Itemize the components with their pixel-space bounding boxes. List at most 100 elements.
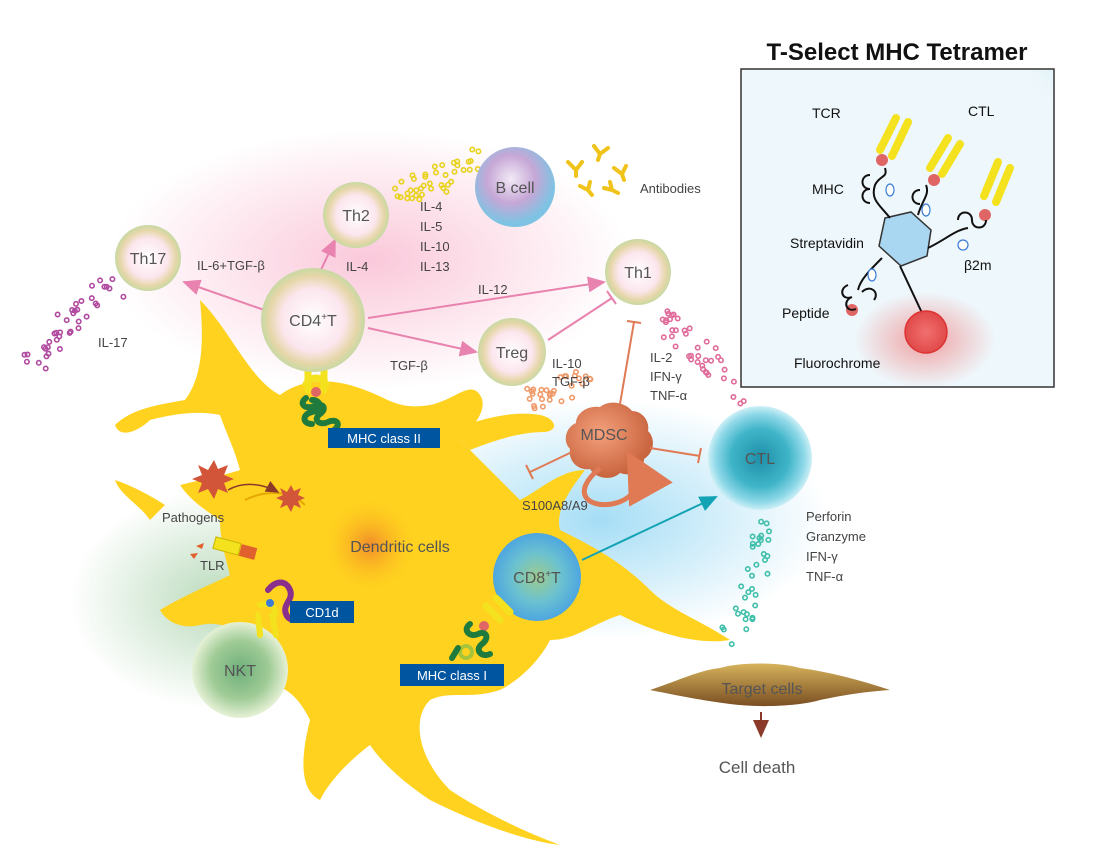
cytokine-dot [681,327,688,334]
cytokine-dot [720,626,727,633]
ifng2-label: IFN-γ [806,549,838,564]
s100-label: S100A8/A9 [522,498,588,513]
cytokine-dot [418,191,425,198]
th1-label: Th1 [624,265,652,282]
cytokine-dot [753,561,760,568]
cytokine-dot [538,386,545,393]
il12-label: IL-12 [478,282,508,297]
cytokine-dot [737,400,744,407]
tgfb-label: TGF-β [390,358,428,373]
cytokine-dot [75,325,82,332]
cytokine-dot [422,173,429,180]
mhc-class-i-label: MHC class I [417,668,487,683]
cytokine-dot [106,285,113,292]
cytokine-dot [63,317,70,324]
cytokine-dot [109,276,116,283]
cytokine-dot [686,325,693,332]
treg-cell: Treg [478,318,546,386]
cytokine-dot [467,158,474,165]
cytokine-dot [466,166,473,173]
cytokine-dot [741,594,748,601]
cytokine-dot [546,391,553,398]
granzyme-label: Granzyme [806,529,866,544]
cytokine-dot [83,313,90,320]
cd8t-label: CD8+T [513,569,561,587]
th17-cell: Th17 [115,225,181,291]
cytokine-dot [761,556,768,563]
cytokine-dot [469,146,476,153]
cytokine-dot [748,585,755,592]
cytokine-dot [524,385,531,392]
cytokine-dot [526,395,533,402]
cytokine-dot [413,187,420,194]
cytokine-dot [443,188,450,195]
tlr-label: TLR [200,558,225,573]
tlr-receptor: TLR [190,536,258,573]
tetramer-inset: T-Select MHC Tetramer CTL TCR MHC Strept… [740,39,1055,388]
inset-title: T-Select MHC Tetramer [767,39,1028,66]
cd8-to-ctl-arrow [581,496,718,561]
cytokine-dot [426,180,433,187]
cytokine-dot [668,333,675,340]
th1-cell: Th1 [605,239,671,305]
cytokine-dot [571,372,578,379]
cytokine-dot [21,351,28,358]
cytokine-dot [662,319,669,326]
cytokine-dot [88,295,95,302]
tnfa-label: TNF-α [650,388,688,403]
th2-cell: Th2 [323,182,389,248]
cytokine-dot [56,345,63,352]
treg-tgfb-label: TGF-β [552,374,590,389]
fluorochrome-label: Fluorochrome [794,355,881,371]
cytokine-dot [407,187,414,194]
cytokine-dot [582,373,589,380]
cytokine-dot [758,532,765,539]
cytokine-dot [672,327,679,334]
target-cells: Target cells Cell death [650,663,890,777]
cytokine-dot [672,343,679,350]
cytokine-dot [451,168,458,175]
cytokine-dot [730,393,737,400]
cytokine-dot [42,345,49,352]
cytokine-dot [391,185,398,192]
mdsc-cell: MDSC [525,320,702,508]
cytokine-dot [730,378,737,385]
cytokine-dot [734,610,741,617]
cytokine-dot [73,300,80,307]
mhc-class-i-box [400,664,504,686]
cytokine-dot [749,616,756,623]
cd1d-complex: CD1d [255,579,354,638]
cytokine-dot [687,352,694,359]
pathogens-label: Pathogens [162,510,225,525]
dendritic-cell-label: Dendritic cells [350,539,450,556]
cytokine-dot [439,162,446,169]
ctl-label: CTL [745,451,775,468]
cytokine-dot [765,528,772,535]
cytokine-dot [410,175,417,182]
cytokine-dot [412,192,419,199]
il17-label: IL-17 [98,335,128,350]
cytokine-dot [546,396,553,403]
cytokine-dot [537,391,544,398]
cytokine-dot [543,387,550,394]
tnfa2-label: TNF-α [806,569,844,584]
cytokine-dot [120,293,127,300]
cytokine-dot [586,375,593,382]
b2m-label: β2m [964,257,992,273]
il10-b-label: IL-10 [420,239,450,254]
cytokine-dot [563,373,570,380]
cytokine-dot [475,148,482,155]
cytokine-dot [694,358,701,365]
cytokine-dots [21,146,772,648]
cytokine-dot [75,318,82,325]
cytokine-dot [35,359,42,366]
streptavidin-complex [841,167,987,331]
cytokine-dot [694,344,701,351]
tcr-molecules [876,114,1014,206]
cytokine-dot [752,591,759,598]
treg-il10-label: IL-10 [552,356,582,371]
cd4t-label: CD4+T [289,312,337,330]
mdsc-label: MDSC [580,427,627,444]
cytokine-dot [54,311,61,318]
